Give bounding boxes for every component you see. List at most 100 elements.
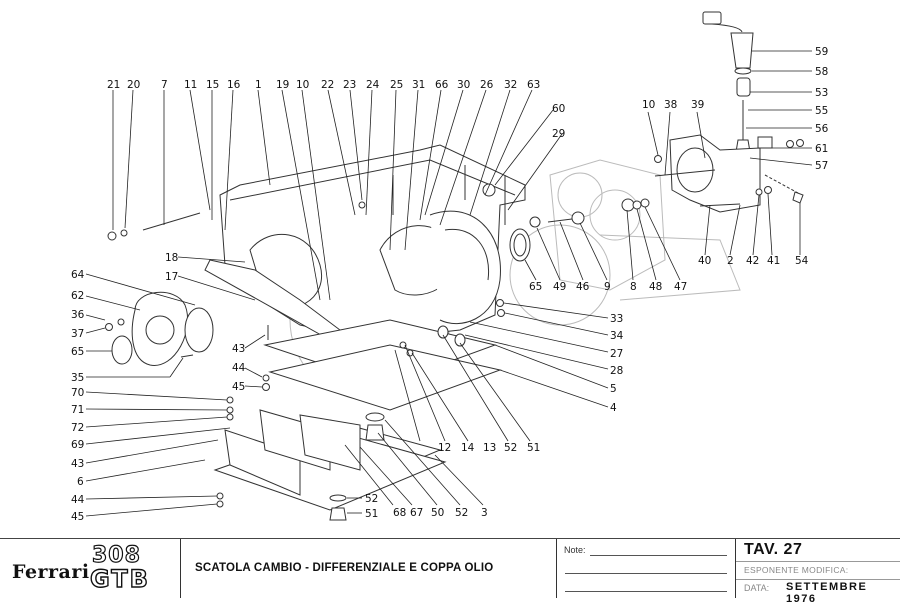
callout: 45 [232,381,245,393]
date-label: DATA: [744,583,770,593]
callout: 57 [815,160,828,172]
revision-label: ESPONENTE MODIFICA: [744,565,849,575]
callout: 51 [527,442,540,454]
page-title: SCATOLA CAMBIO - DIFFERENZIALE E COPPA O… [195,562,494,574]
callout: 39 [691,99,704,111]
logo-cell: Ferrari 308 GTB [0,539,181,598]
callout: 16 [227,79,241,91]
notes-label: Note: [564,545,586,555]
callout: 46 [576,281,590,293]
notes-cell: Note: [557,539,736,598]
callout: 2 [727,255,734,267]
callout: 13 [483,442,496,454]
callout: 7 [161,79,168,91]
callout: 50 [431,507,444,519]
callout-labels: 21 20 7 11 15 16 1 19 10 22 23 24 25 31 … [71,46,829,523]
callout: 20 [127,79,140,91]
title-block: Ferrari 308 GTB SCATOLA CAMBIO - DIFFERE… [0,538,900,605]
callout: 44 [71,494,85,506]
callout: 19 [276,79,289,91]
callout: 70 [71,387,84,399]
speedometer-drive-assembly [654,11,804,213]
callout: 18 [165,252,178,264]
callout: 23 [343,79,356,91]
callout: 28 [610,365,623,377]
callout: 47 [674,281,687,293]
callout: 63 [527,79,540,91]
callout: 21 [107,79,120,91]
callout: 11 [184,79,197,91]
callout: 22 [321,79,334,91]
callout: 72 [71,422,84,434]
callout: 4 [610,402,617,414]
gearbox-case [204,144,526,341]
callout: 26 [480,79,494,91]
callout: 34 [610,330,624,342]
callout: 6 [77,476,84,488]
callout: 56 [815,123,829,135]
title-cell: SCATOLA CAMBIO - DIFFERENZIALE E COPPA O… [181,539,557,598]
callout: 52 [455,507,468,519]
callout: 5 [610,383,617,395]
callout: 35 [71,372,84,384]
note-line [565,573,727,574]
callout: 52 [365,493,378,505]
callout: 69 [71,439,84,451]
callout: 41 [767,255,780,267]
note-line [590,555,727,556]
callout: 45 [71,511,84,523]
divider [736,561,900,562]
seal-parts-middle [509,198,650,262]
leader-lines [85,50,813,517]
callout: 43 [71,458,84,470]
callout: 51 [365,508,378,520]
callout: 1 [255,79,262,91]
model-number-logo: 308 [91,543,141,568]
callout: 40 [698,255,711,267]
callout: 66 [435,79,449,91]
callout: 43 [232,343,245,355]
callout: 61 [815,143,828,155]
table-number-cell: TAV. 27 ESPONENTE MODIFICA: DATA: SETTEM… [736,539,900,605]
oil-pan-and-gaskets [213,299,505,521]
model-name-logo: GTB [89,565,150,593]
callout: 38 [664,99,677,111]
callout: 71 [71,404,84,416]
callout: 42 [746,255,759,267]
callout: 52 [504,442,517,454]
callout: 33 [610,313,623,325]
exploded-parts-diagram: 21 20 7 11 15 16 1 19 10 22 23 24 25 31 … [71,11,829,523]
date-value: SETTEMBRE 1976 [786,581,868,605]
callout: 58 [815,66,828,78]
callout: 15 [206,79,219,91]
callout: 31 [412,79,425,91]
callout: 29 [552,128,565,140]
note-line [565,591,727,592]
callout: 25 [390,79,403,91]
callout: 64 [71,269,85,281]
callout: 54 [795,255,809,267]
callout: 68 [393,507,406,519]
ferrari-logo: Ferrari [12,561,90,583]
callout: 65 [71,346,84,358]
left-side-cover-parts [105,212,270,391]
callout: 53 [815,87,828,99]
callout: 37 [71,328,84,340]
callout: 32 [504,79,517,91]
callout: 60 [552,103,565,115]
callout: 65 [529,281,542,293]
divider [736,579,900,580]
callout: 14 [461,442,475,454]
callout: 10 [642,99,655,111]
callout: 12 [438,442,451,454]
table-number: TAV. 27 [744,541,803,558]
callout: 27 [610,348,623,360]
callout: 10 [296,79,309,91]
callout: 48 [649,281,662,293]
callout: 62 [71,290,84,302]
callout: 17 [165,271,178,283]
callout: 36 [71,309,85,321]
callout: 3 [481,507,488,519]
callout: 49 [553,281,566,293]
callout: 24 [366,79,380,91]
